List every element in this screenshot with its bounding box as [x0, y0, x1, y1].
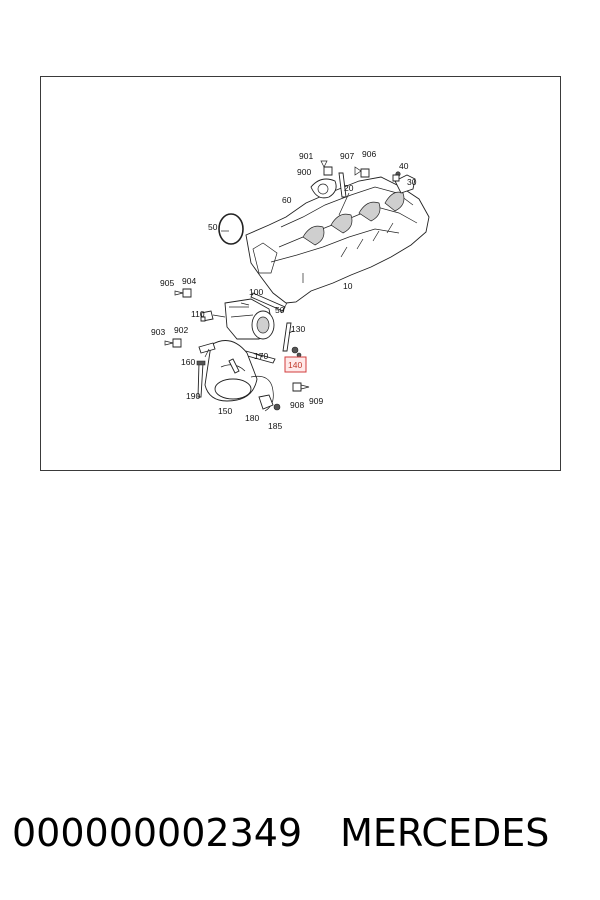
callout-40: 40: [399, 161, 409, 171]
connector-icons: [164, 288, 310, 392]
callout-180: 180: [245, 413, 259, 423]
callout-909: 909: [309, 396, 323, 406]
callout-905: 905: [160, 278, 174, 288]
sensor-harness-drawing: [250, 375, 281, 412]
sensor-drawing-160: [198, 342, 216, 354]
brand-name: MERCEDES: [340, 811, 550, 855]
callout-100: 100: [249, 287, 263, 297]
callout-labels: 901 907 906 900 40 30 20 60 50 905 904 1…: [151, 149, 417, 431]
callout-50-upper: 50: [208, 222, 218, 232]
highlight-box-140: [284, 356, 307, 373]
callout-185: 185: [268, 421, 282, 431]
callout-190: 190: [186, 391, 200, 401]
intake-elbow-drawing: [204, 340, 258, 402]
bracket-drawing: [282, 322, 302, 358]
callout-908: 908: [290, 400, 304, 410]
o-ring-drawing: [218, 213, 244, 245]
callout-150: 150: [218, 406, 232, 416]
callout-130: 130: [291, 324, 305, 334]
callout-906: 906: [362, 149, 376, 159]
sensor-drawings-top: [320, 160, 400, 198]
intake-manifold-drawing: [245, 171, 430, 304]
callout-903: 903: [151, 327, 165, 337]
callout-30: 30: [407, 177, 417, 187]
part-number: 000000002349: [12, 811, 303, 855]
footer: 000000002349 MERCEDES: [12, 806, 592, 860]
callout-904: 904: [182, 276, 196, 286]
throttle-body-drawing: [200, 298, 275, 340]
callout-10: 10: [343, 281, 353, 291]
callout-140-highlighted: 140: [288, 360, 302, 370]
callout-900: 900: [297, 167, 311, 177]
callout-20: 20: [344, 183, 354, 193]
leader-lines: [204, 192, 350, 358]
gasket-drawing: [250, 292, 286, 312]
callout-907: 907: [340, 151, 354, 161]
callout-110: 110: [191, 309, 205, 319]
diagram-frame: 901 907 906 900 40 30 20 60 50 905 904 1…: [40, 76, 561, 471]
exploded-parts-diagram: 901 907 906 900 40 30 20 60 50 905 904 1…: [151, 149, 430, 431]
callout-170: 170: [254, 351, 268, 361]
callout-902: 902: [174, 325, 188, 335]
callout-160: 160: [181, 357, 195, 367]
callout-60: 60: [282, 195, 292, 205]
callout-901: 901: [299, 151, 313, 161]
callout-50-lower: 50: [275, 305, 285, 315]
